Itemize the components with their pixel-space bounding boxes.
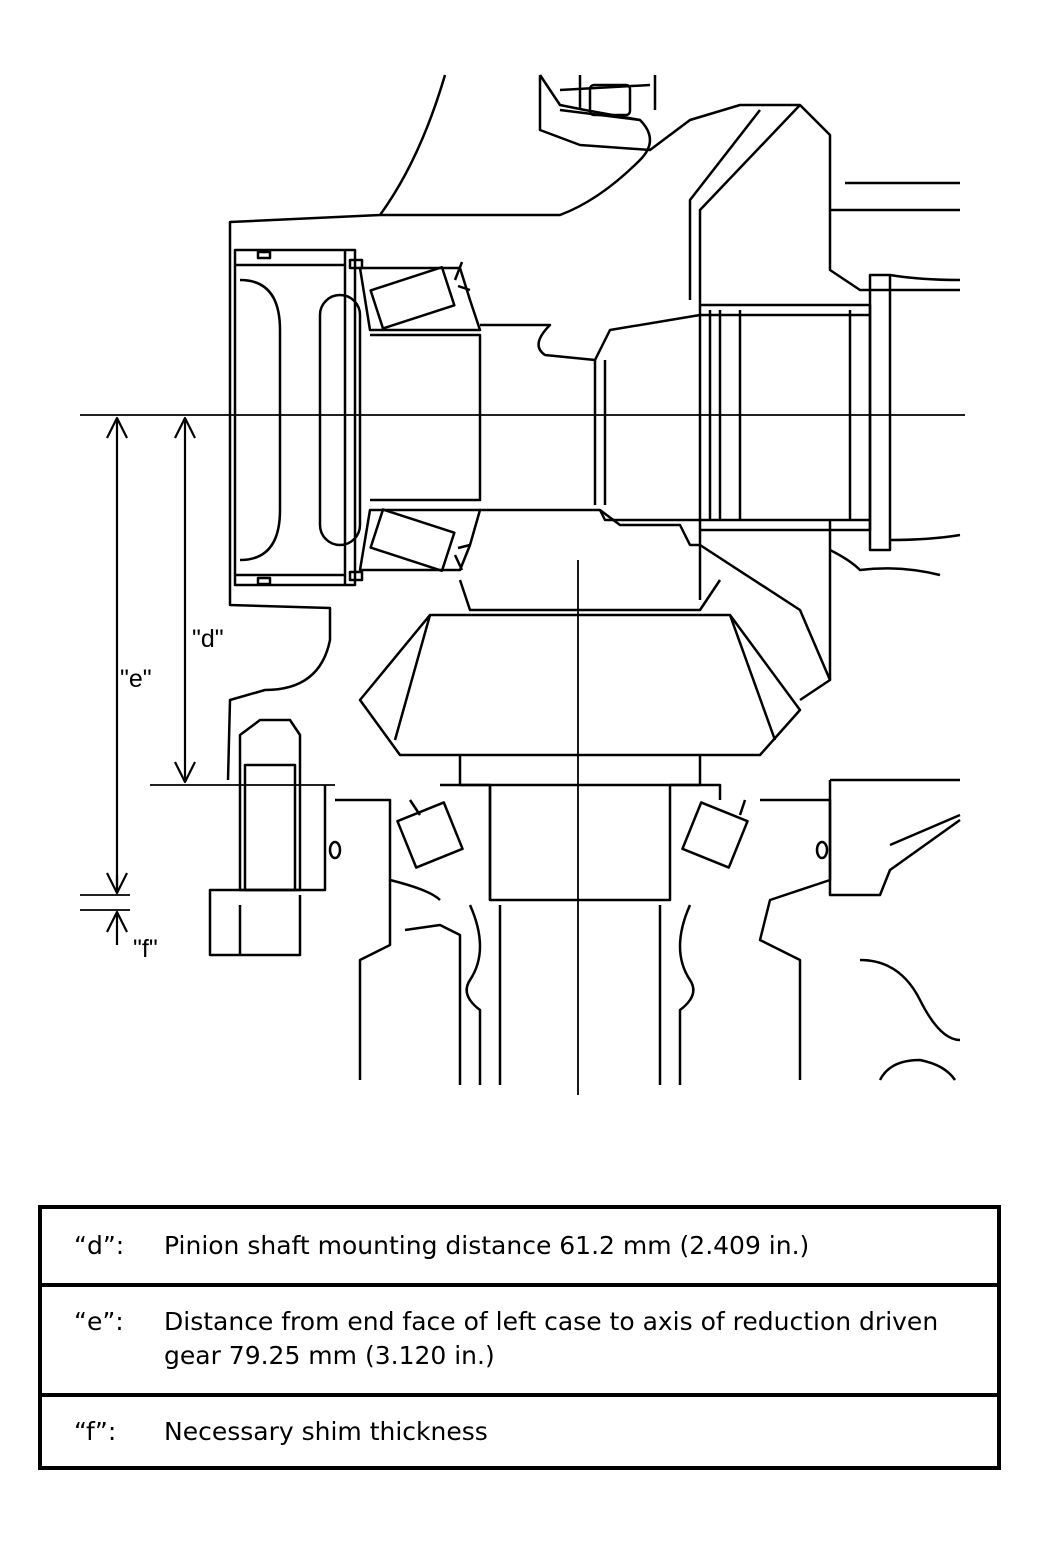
upper-housing [226,74,960,781]
label-e: "e" [120,665,152,693]
left-bearing-housing [233,248,364,587]
lower-taper-bearing [358,508,482,573]
legend-key: “d”: [74,1231,125,1260]
pinion-shaft [370,273,961,600]
legend-key: “e”: [74,1307,124,1336]
legend-row-f: “f”: Necessary shim thickness [42,1393,997,1466]
label-d: "d" [192,625,224,653]
legend-row-d: “d”: Pinion shaft mounting distance 61.2… [42,1209,997,1283]
dimension-e-arrow [106,416,128,895]
lower-case [208,718,961,1085]
legend-row-e: “e”: Distance from end face of left case… [42,1283,997,1393]
bevel-gear [358,520,941,787]
legend-table: “d”: Pinion shaft mounting distance 61.2… [38,1205,1001,1470]
legend-description: Distance from end face of left case to a… [164,1307,939,1370]
pinion-shaft-cross-section-diagram: "d" "e" "f" [80,74,965,1095]
centerlines [80,414,965,1095]
dimension-f-arrow [106,875,128,945]
dimension-d-arrow [174,416,196,784]
legend-key: “f”: [74,1417,117,1446]
legend-description: Necessary shim thickness [164,1417,488,1446]
label-f: "f" [133,935,158,963]
upper-taper-bearing [358,261,482,332]
legend-description: Pinion shaft mounting distance 61.2 mm (… [164,1231,810,1260]
